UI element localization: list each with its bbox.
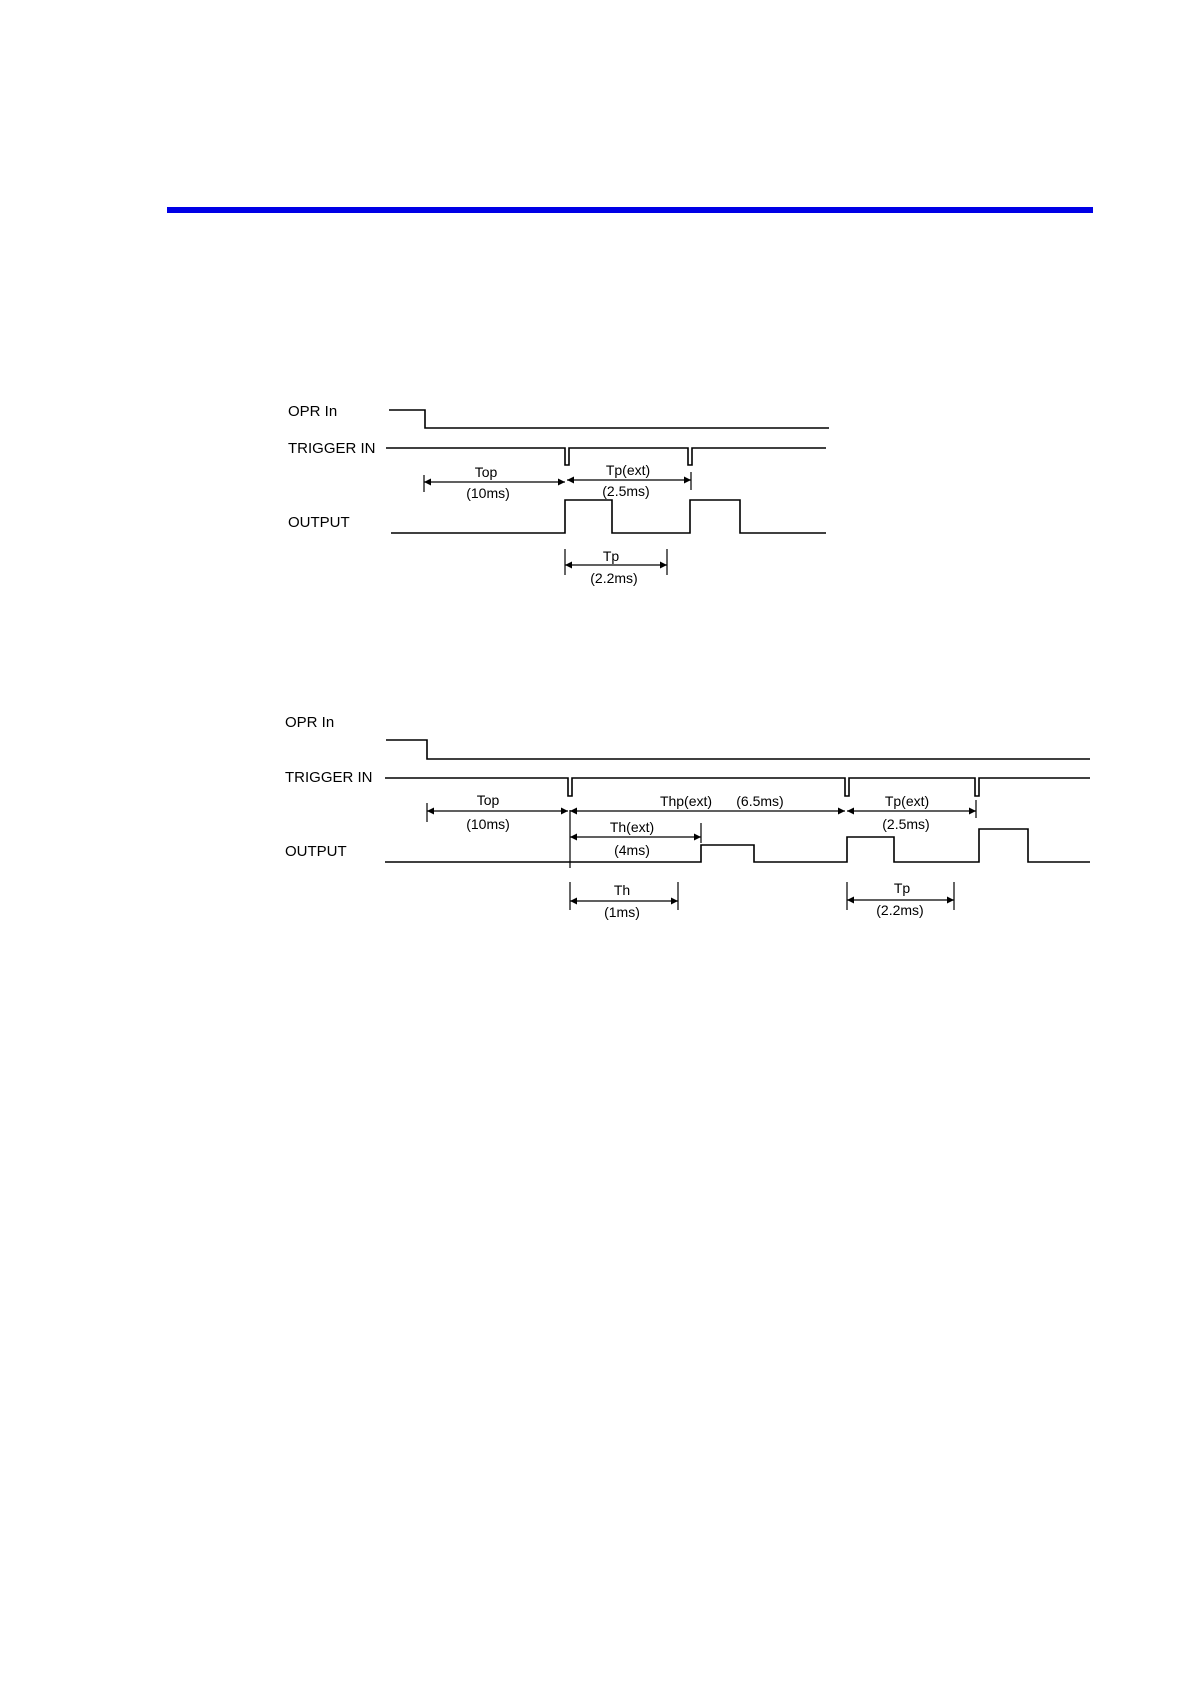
trigger-in-label: TRIGGER IN (285, 769, 373, 786)
th-label: Th (614, 882, 630, 898)
tp-label: Tp (894, 880, 911, 896)
tp-dimension: Tp (2.2ms) (847, 880, 954, 918)
top-value: (10ms) (466, 816, 510, 832)
timing-diagram-1: OPR In TRIGGER IN OUTPUT Top (10ms) Tp(e… (288, 403, 829, 586)
tp-dimension: Tp (2.2ms) (565, 548, 667, 586)
tp-ext-value: (2.5ms) (602, 483, 649, 499)
tp-ext-label: Tp(ext) (606, 462, 650, 478)
tp-label: Tp (603, 548, 620, 564)
tp-ext-label: Tp(ext) (885, 793, 929, 809)
thp-ext-value: (6.5ms) (736, 793, 783, 809)
tp-value: (2.2ms) (876, 902, 923, 918)
timing-diagram-2: OPR In TRIGGER IN OUTPUT Top (10ms) Thp(… (285, 714, 1090, 920)
tp-ext-value: (2.5ms) (882, 816, 929, 832)
th-ext-value: (4ms) (614, 842, 650, 858)
tp-ext-dimension: Tp(ext) (2.5ms) (567, 462, 691, 499)
output-label: OUTPUT (288, 514, 350, 531)
top-label: Top (475, 464, 498, 480)
tp-value: (2.2ms) (590, 570, 637, 586)
trigger-in-label: TRIGGER IN (288, 440, 376, 457)
tp-ext-dimension: Tp(ext) (2.5ms) (847, 793, 976, 832)
opr-in-waveform (389, 410, 829, 428)
output-label: OUTPUT (285, 843, 347, 860)
th-dimension: Th (1ms) (570, 882, 678, 920)
top-label: Top (477, 792, 500, 808)
th-ext-label: Th(ext) (610, 819, 654, 835)
output-waveform (391, 500, 826, 533)
thp-ext-label: Thp(ext) (660, 793, 712, 809)
top-value: (10ms) (466, 485, 510, 501)
top-dimension: Top (10ms) (424, 464, 565, 501)
th-value: (1ms) (604, 904, 640, 920)
opr-in-waveform (386, 740, 1090, 759)
output-waveform (385, 829, 1090, 862)
th-ext-dimension: Th(ext) (4ms) (570, 819, 701, 858)
opr-in-label: OPR In (285, 714, 334, 731)
top-dimension: Top (10ms) (427, 792, 568, 832)
opr-in-label: OPR In (288, 403, 337, 420)
